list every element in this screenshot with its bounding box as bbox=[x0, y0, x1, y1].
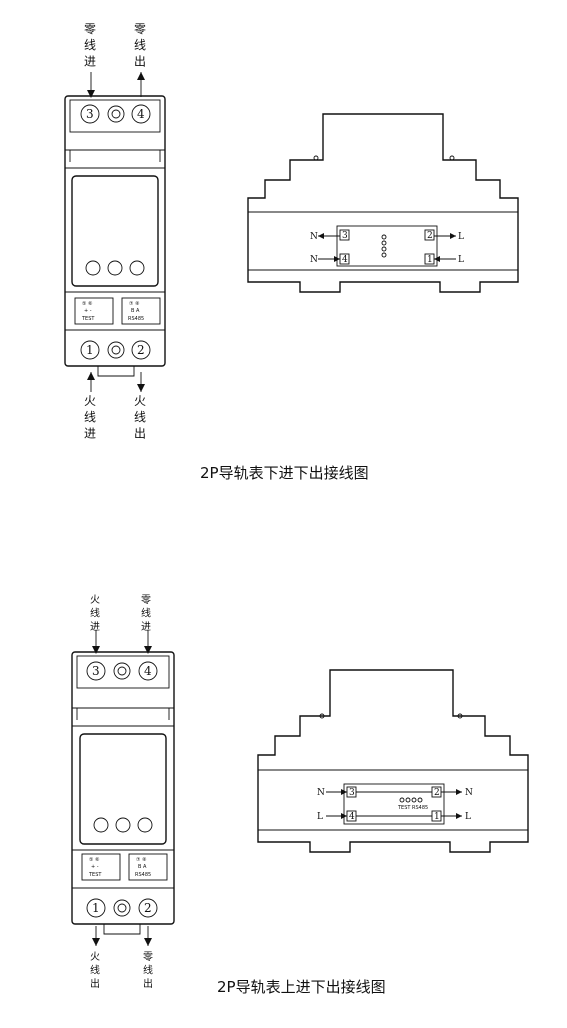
d2-side-t1: 1 bbox=[434, 812, 440, 822]
d1-side-t2: 2 bbox=[427, 231, 433, 241]
d2-side-l-left: L bbox=[317, 812, 323, 822]
d2-aux-test: TEST bbox=[88, 872, 102, 878]
d2-side-t3: 3 bbox=[349, 788, 355, 798]
d1-terminal-2: 2 bbox=[137, 343, 145, 357]
d1-aux-test: TEST bbox=[81, 316, 95, 322]
d1-terminal-3: 3 bbox=[86, 107, 94, 121]
d1-terminal-4: 4 bbox=[137, 107, 145, 121]
d1-side-t4: 4 bbox=[342, 255, 348, 265]
d1-aux-ba: B A bbox=[131, 308, 140, 314]
d1-aux-rs485: RS485 bbox=[128, 316, 144, 322]
d1-front-view: 零线进 零线出 3 4 ⑤ ⑥ + - TEST ⑦ ⑧ B A RS4 bbox=[64, 22, 166, 440]
d2-label-neutral-out: 零线出 bbox=[143, 951, 153, 990]
d2-front-view: 火线进 零线进 3 4 ⑤ ⑥ + - TEST ⑦ ⑧ B A RS485 1 bbox=[71, 594, 175, 990]
d2-aux-rs485: RS485 bbox=[135, 872, 151, 878]
d2-label-neutral-in: 零线进 bbox=[141, 594, 151, 633]
d1-side-n-bottom: N bbox=[310, 255, 318, 265]
d2-label-live-in: 火线进 bbox=[90, 594, 100, 633]
d1-label-neutral-in: 零线进 bbox=[84, 22, 96, 68]
d1-side-t1: 1 bbox=[427, 255, 433, 265]
d2-side-mini-text: TEST RS485 bbox=[397, 805, 428, 811]
d1-label-neutral-out: 零线出 bbox=[134, 22, 146, 68]
d1-label-live-out: 火线出 bbox=[134, 394, 146, 440]
d2-aux-ba: B A bbox=[138, 864, 147, 870]
d1-aux-pins-left: ⑤ ⑥ bbox=[82, 301, 93, 307]
d1-side-l-bottom: L bbox=[458, 255, 464, 265]
d1-side-n-top: N bbox=[310, 232, 318, 242]
d1-side-l-top: L bbox=[458, 232, 464, 242]
d1-side-t3: 3 bbox=[342, 231, 348, 241]
d2-caption: 2P导轨表上进下出接线图 bbox=[217, 978, 386, 996]
d1-terminal-1: 1 bbox=[86, 343, 94, 357]
d2-side-n-left: N bbox=[317, 788, 325, 798]
d2-terminal-3: 3 bbox=[92, 664, 100, 678]
d1-aux-pins-right: ⑦ ⑧ bbox=[129, 301, 140, 307]
d1-label-live-in: 火线进 bbox=[84, 394, 96, 440]
d2-side-n-right: N bbox=[465, 788, 473, 798]
d2-side-view: 3 4 2 1 TEST RS485 N L N L bbox=[257, 669, 529, 853]
d2-side-t4: 4 bbox=[349, 812, 355, 822]
d1-aux-pm: + - bbox=[84, 308, 92, 314]
d1-side-view: 3 4 2 1 N N L L bbox=[247, 113, 519, 293]
d1-caption: 2P导轨表下进下出接线图 bbox=[200, 464, 369, 482]
d2-aux-pins-left: ⑤ ⑥ bbox=[89, 857, 100, 863]
d2-terminal-2: 2 bbox=[144, 901, 152, 915]
d2-side-l-right: L bbox=[465, 812, 471, 822]
d2-label-live-out: 火线出 bbox=[90, 951, 100, 990]
d2-aux-pm: + - bbox=[91, 864, 99, 870]
d2-side-t2: 2 bbox=[434, 788, 440, 798]
d2-aux-pins-right: ⑦ ⑧ bbox=[136, 857, 147, 863]
d2-terminal-4: 4 bbox=[144, 664, 152, 678]
d2-terminal-1: 1 bbox=[92, 901, 100, 915]
